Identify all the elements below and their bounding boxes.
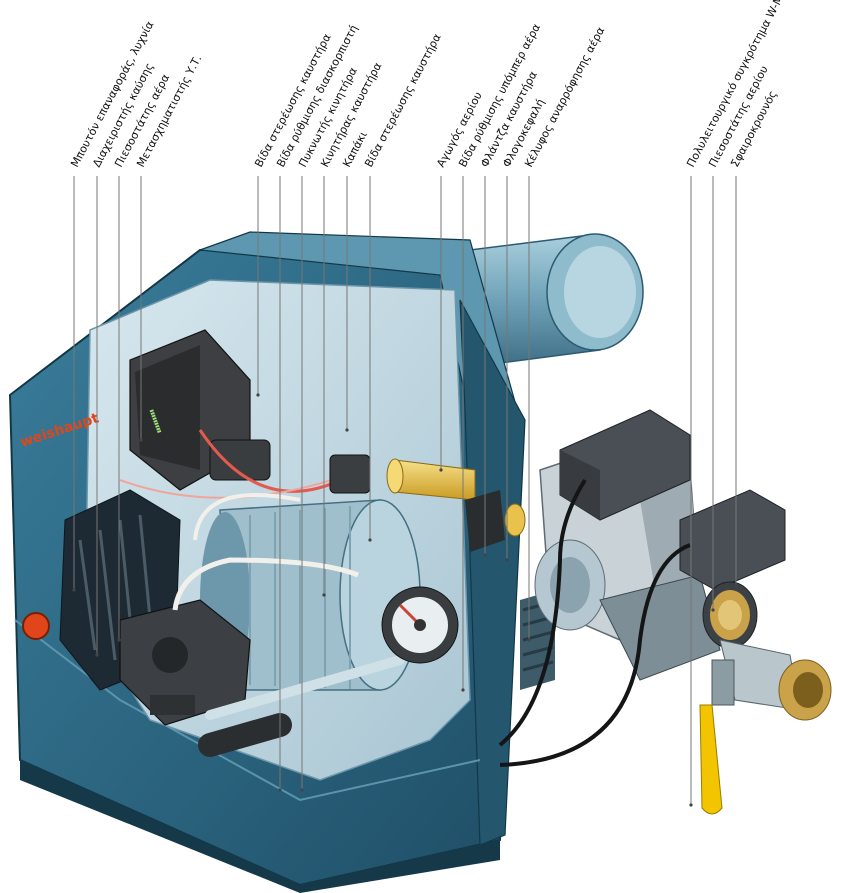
leader-dot-6 bbox=[278, 788, 282, 792]
leader-dot-4 bbox=[139, 438, 143, 442]
reset-lamp bbox=[22, 612, 50, 640]
solenoid-connector-1 bbox=[559, 409, 691, 521]
leader-dot-9 bbox=[345, 428, 349, 432]
leader-dot-8 bbox=[322, 593, 326, 597]
leader-dot-10 bbox=[368, 538, 372, 542]
leader-dot-5 bbox=[256, 393, 260, 397]
leader-dot-3 bbox=[117, 638, 121, 642]
pressure-tube-2 bbox=[193, 493, 301, 541]
motor-capacitor bbox=[329, 454, 371, 494]
air-damper-dial bbox=[381, 586, 459, 664]
pressure-tube bbox=[172, 557, 359, 611]
leader-dot-1 bbox=[72, 588, 76, 592]
leader-dot-18 bbox=[734, 583, 738, 587]
leader-dot-17 bbox=[711, 608, 715, 612]
callout-labels: Μπουτόν επαναφοράς, λυχνία Διαχειριστής … bbox=[68, 0, 789, 169]
leader-dot-14 bbox=[505, 558, 509, 562]
blast-tube bbox=[469, 233, 644, 366]
gas-pressure-switch bbox=[702, 581, 758, 649]
leader-dot-16 bbox=[689, 803, 693, 807]
leader-dot-13 bbox=[483, 553, 487, 557]
ht-transformer bbox=[209, 439, 271, 481]
ball-valve bbox=[699, 639, 832, 815]
cable-1 bbox=[498, 478, 587, 747]
leader-dot-2 bbox=[95, 653, 99, 657]
leader-dot-15 bbox=[527, 638, 531, 642]
gas-conduit bbox=[386, 458, 526, 537]
label-fixing-screw-2: Βίδα στερέωσης καυστήρα bbox=[362, 32, 444, 170]
leader-dot-11 bbox=[439, 468, 443, 472]
leader-lines bbox=[72, 176, 738, 807]
cable-2 bbox=[499, 543, 691, 767]
fixing-rod bbox=[198, 655, 405, 757]
label-multiblock: Πολυλειτουργικό συγκρότημα W-MF bbox=[684, 0, 789, 169]
leader-dot-7 bbox=[300, 788, 304, 792]
ignition-wire bbox=[198, 429, 346, 493]
burner-illustration: ▮▮▮▮▮▮▮▮▮ bbox=[8, 231, 832, 893]
leader-dot-12 bbox=[461, 688, 465, 692]
solenoid-connector-2 bbox=[679, 489, 786, 591]
